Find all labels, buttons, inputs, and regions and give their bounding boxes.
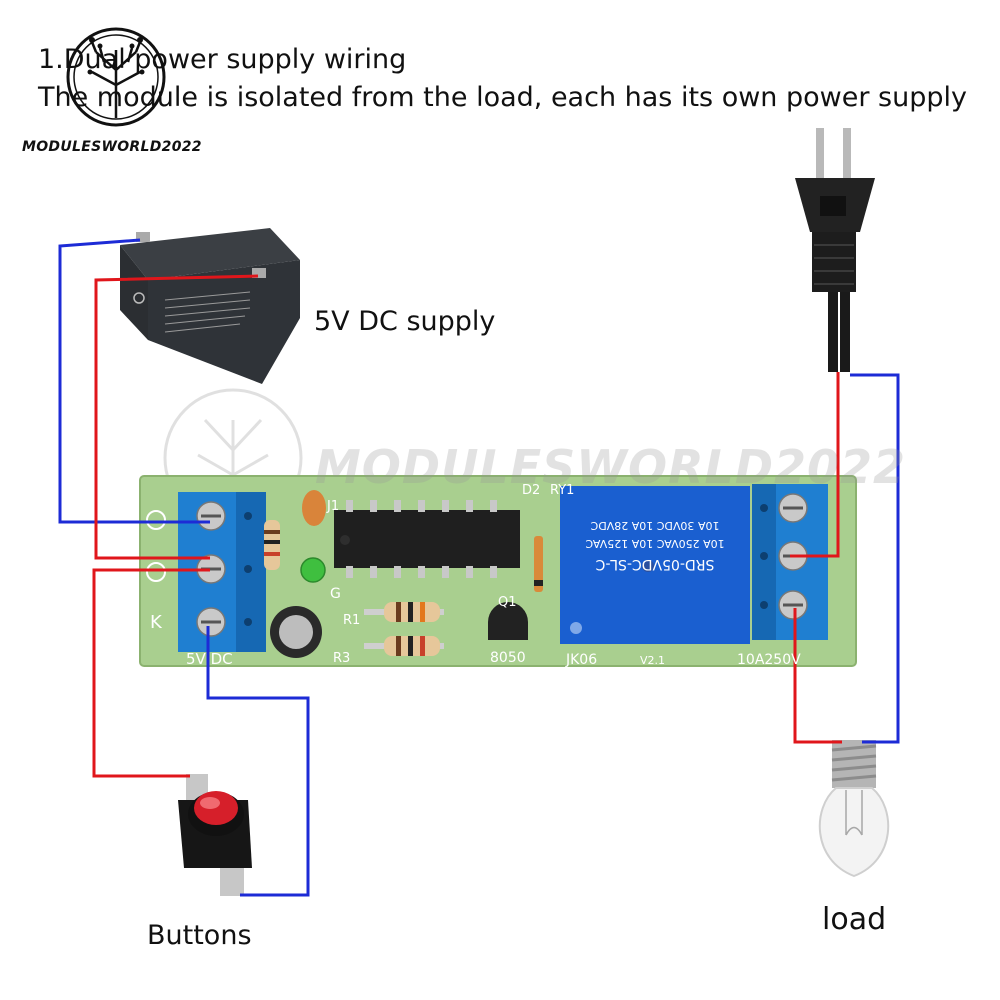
- ref-ry1: RY1: [550, 483, 574, 498]
- heading-line-2: The module is isolated from the load, ea…: [38, 82, 967, 113]
- input-label: 5V DC: [186, 650, 233, 668]
- ref-d2: D2: [522, 483, 540, 498]
- wire-battery-positive: [94, 274, 259, 560]
- ref-r1: R1: [343, 613, 360, 628]
- supply-label: 5V DC supply: [314, 306, 496, 337]
- battery-icon: [120, 228, 300, 384]
- relay-rating-ac: 10A 250VAC 10A 125VAC: [585, 537, 725, 550]
- ref-r3: R3: [333, 651, 350, 666]
- relay-rating-dc: 10A 30VDC 10A 28VDC: [590, 519, 719, 532]
- svg-text:K: K: [150, 612, 163, 633]
- push-button-icon: [178, 774, 252, 896]
- transistor-label: 8050: [490, 650, 526, 666]
- wire-load-return: [793, 608, 842, 744]
- ref-q1: Q1: [498, 595, 517, 610]
- ref-g: G: [330, 586, 341, 602]
- wire-plug-neutral: [850, 373, 900, 744]
- brand-logo-icon: [66, 27, 166, 127]
- model-label: JK06: [565, 652, 597, 668]
- output-label: 10A250V: [737, 652, 801, 668]
- wire-plug-live: [790, 372, 840, 558]
- light-bulb-icon: [818, 740, 890, 878]
- output-terminal-block: [752, 484, 828, 640]
- relay-module-board: K: [139, 475, 857, 667]
- load-label: load: [822, 902, 887, 937]
- wire-button-positive: [92, 568, 210, 778]
- version-label: V2.1: [640, 654, 665, 667]
- ref-j1: J1: [326, 499, 339, 514]
- relay-component: [560, 486, 750, 644]
- buttons-label: Buttons: [147, 920, 252, 951]
- wire-battery-negative: [58, 238, 210, 524]
- watermark-text: MODULESWORLD2022: [315, 440, 907, 494]
- wire-button-negative: [206, 626, 310, 897]
- ic-chip: [334, 500, 520, 578]
- power-plug-icon: [795, 128, 875, 372]
- input-terminal-block: [178, 492, 266, 652]
- relay-model: SRD-05VDC-SL-C: [595, 556, 714, 572]
- brand-name: MODULESWORLD2022: [22, 139, 202, 155]
